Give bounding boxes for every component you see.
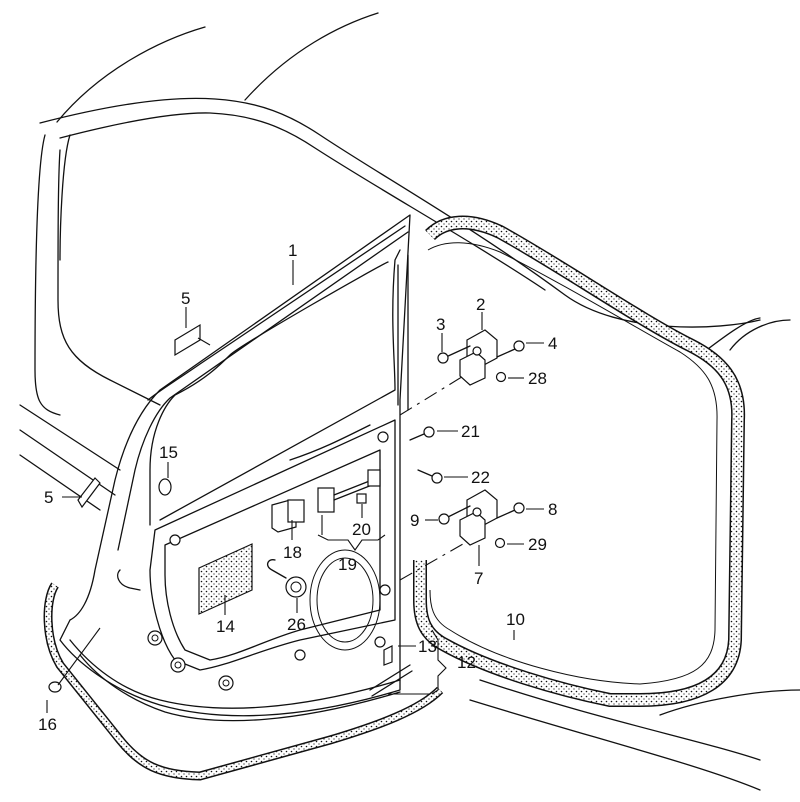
hinge-axis-lower xyxy=(399,539,471,581)
callout-10: 10 xyxy=(506,610,525,629)
body-door-seal xyxy=(413,215,746,707)
callout-22: 22 xyxy=(471,468,490,487)
callout-15: 15 xyxy=(159,443,178,462)
grommet xyxy=(285,576,307,598)
upper-hinge xyxy=(459,329,498,386)
label-sticker-upper xyxy=(174,323,201,357)
hinge-cap-28 xyxy=(495,371,507,383)
label-sticker-lower xyxy=(77,477,101,509)
check-strap-cover xyxy=(271,499,305,533)
door-check-strap xyxy=(317,469,381,513)
callout-18: 18 xyxy=(283,543,302,562)
callout-13: 13 xyxy=(418,637,437,656)
callout-labels: 1 2 3 4 5 5 7 8 9 10 12 13 14 15 16 18 1… xyxy=(38,241,557,734)
leader-lines xyxy=(46,260,544,713)
seal-clip xyxy=(369,645,413,697)
callout-5-upper: 5 xyxy=(181,289,190,308)
check-strap-screw-22 xyxy=(417,469,443,484)
callout-28: 28 xyxy=(528,369,547,388)
hinge-bolt-8 xyxy=(496,502,525,519)
callout-29: 29 xyxy=(528,535,547,554)
callout-7: 7 xyxy=(474,569,483,588)
sill-seal xyxy=(43,582,444,781)
grommet-hole xyxy=(266,559,287,579)
callout-3: 3 xyxy=(436,315,445,334)
callout-1: 1 xyxy=(288,241,297,260)
hinge-bolt-3 xyxy=(437,345,471,364)
callout-20: 20 xyxy=(352,520,371,539)
callout-12: 12 xyxy=(457,653,476,672)
callout-21: 21 xyxy=(461,422,480,441)
lower-hinge xyxy=(459,489,498,546)
hinge-bolt-4 xyxy=(496,340,525,358)
callout-19: 19 xyxy=(338,555,357,574)
callout-9: 9 xyxy=(410,511,419,530)
callout-26: 26 xyxy=(287,615,306,634)
callout-14: 14 xyxy=(216,617,235,636)
door-shell xyxy=(59,214,411,722)
plug-15 xyxy=(158,478,172,496)
callout-8: 8 xyxy=(548,500,557,519)
hinge-axis-upper xyxy=(399,374,466,416)
damping-pad xyxy=(198,543,253,615)
hinge-cap-29 xyxy=(494,537,506,549)
check-strap-pad xyxy=(356,493,367,504)
callout-5-lower: 5 xyxy=(44,488,53,507)
callout-2: 2 xyxy=(476,295,485,314)
hinge-bolt-9 xyxy=(438,505,471,525)
callout-16: 16 xyxy=(38,715,57,734)
car-body-outline xyxy=(19,12,800,791)
check-strap-bolt-21 xyxy=(409,426,435,441)
callout-4: 4 xyxy=(548,334,557,353)
